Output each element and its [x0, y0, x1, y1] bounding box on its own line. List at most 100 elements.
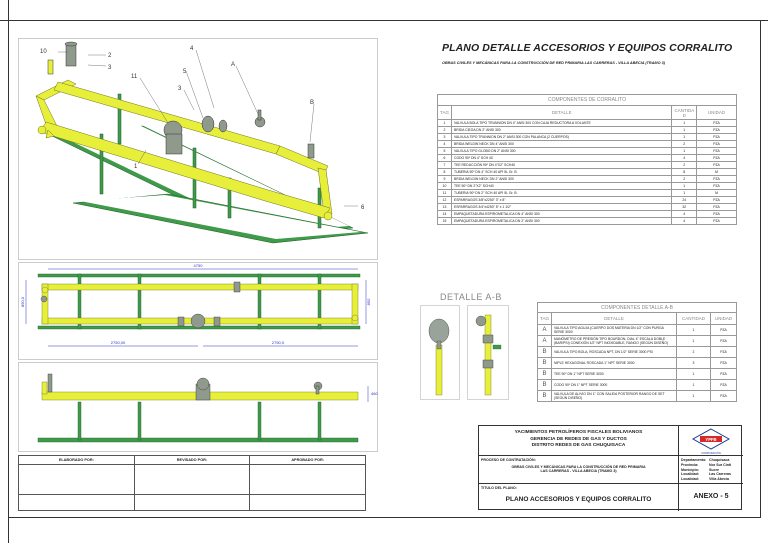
- component-unit-cell: M: [696, 168, 737, 176]
- detail-qty-cell: 1: [676, 324, 711, 336]
- location-row: Provincia:Nor Sur Cinti: [681, 463, 741, 468]
- detail-tag-cell: B: [537, 379, 552, 391]
- col-tag: TAG: [437, 105, 452, 120]
- component-unit-cell: PZA: [696, 217, 737, 225]
- detail-b-figure: [467, 305, 509, 400]
- approved-by-signature: [249, 464, 366, 495]
- detail-unit-cell: PZA: [710, 357, 737, 369]
- org-district: DISTRITO REDES DE GAS CHUQUISACA: [531, 443, 626, 448]
- component-qty-cell: 1: [671, 119, 697, 127]
- annex-number: ANEXO - 5: [693, 493, 729, 500]
- detail-unit-cell: PZA: [710, 335, 737, 347]
- component-qty-cell: 4: [671, 154, 697, 162]
- component-qty-cell: 4: [671, 217, 697, 225]
- detail-unit-cell: PZA: [710, 368, 737, 380]
- component-qty-cell: 1: [671, 133, 697, 141]
- location-value: Sucre: [709, 467, 719, 472]
- detail-tag-cell: A: [537, 335, 552, 347]
- dim-elevation-right: 460: [371, 391, 378, 396]
- location-value: Villa Abecia: [709, 477, 729, 482]
- component-tag-cell: 9: [437, 175, 452, 183]
- component-detail-cell: ESPARRAGOS 3/4"x4250" 5" x 1 1/2": [450, 203, 673, 211]
- detail-ab-heading: DETALLE A-B: [440, 292, 502, 302]
- component-unit-cell: PZA: [696, 140, 737, 148]
- plan-title-label: TITULO DEL PLANO:: [481, 486, 517, 490]
- location-row: Municipio:Sucre: [681, 468, 741, 473]
- location-key: Provincia:: [681, 462, 699, 467]
- plan-view-border: [18, 262, 378, 360]
- elevation-frame: [37, 401, 359, 443]
- detail-qty-cell: 1: [676, 335, 711, 347]
- callout-11: 11: [131, 74, 138, 80]
- location-key: Localidad:: [681, 477, 699, 482]
- callout-b: B: [310, 100, 314, 106]
- location-key: Localidad:: [681, 472, 699, 477]
- detail-a-figure: [420, 305, 460, 400]
- component-detail-cell: TEE REDUCCIÓN 90º DN 4"X2" SCH40: [450, 161, 673, 169]
- component-tag-cell: 7: [437, 161, 452, 169]
- elevation-equipment: [47, 373, 323, 401]
- col-qty: CANTIDA D: [671, 105, 697, 120]
- component-detail-cell: CODO 90º DN 4" SCH 40: [450, 154, 673, 162]
- detail-col-qty: CANTIDAD: [676, 312, 711, 325]
- component-tag-cell: 14: [437, 210, 452, 218]
- detail-unit-cell: PZA: [710, 379, 737, 391]
- detail-detail-cell: VALVULA TIPO AGUJA (CUERPO DOS MATERIA D…: [551, 324, 677, 336]
- detail-qty-cell: 2: [676, 346, 711, 358]
- organization-block: YACIMIENTOS PETROLÍFEROS FISCALES BOLIVI…: [479, 426, 679, 456]
- component-detail-cell: VALVULA TIPO GLOBO DN 2" ANSI 300: [450, 147, 673, 155]
- component-unit-cell: PZA: [696, 196, 737, 204]
- reviewed-by-signature: [133, 464, 251, 495]
- detail-qty-cell: 1: [676, 368, 711, 380]
- detail-qty-cell: 1: [676, 379, 711, 391]
- callout-1: 1: [134, 164, 138, 170]
- valves-equipment: [47, 41, 315, 159]
- ypfb-logo: YPFB CORPORACIÓN: [679, 426, 743, 456]
- dim-side-right: 850: [366, 298, 371, 305]
- org-division: GERENCIA DE REDES DE GAS Y DUCTOS: [530, 436, 627, 442]
- dim-right-span: 2750,0: [272, 340, 285, 345]
- component-tag-cell: 6: [437, 154, 452, 162]
- component-qty-cell: 2: [671, 161, 697, 169]
- component-detail-cell: VALVULA TIPO TRUNNION DN 2" ANSI 300 CON…: [450, 133, 673, 141]
- components-table: COMPONENTES DE CORRALITO TAG DETALLE CAN…: [437, 94, 737, 225]
- component-unit-cell: PZA: [696, 154, 737, 162]
- detail-tag-cell: B: [537, 346, 552, 358]
- component-unit-cell: PZA: [696, 210, 737, 218]
- component-detail-cell: EMPAQUETADURA ESPIROMETALICA DN 2" ANSI …: [450, 217, 673, 225]
- component-detail-cell: TUBERIA 90º DN 4" SCH 40 API 5L Gr. B: [450, 168, 673, 176]
- component-detail-cell: BRIDA WELDIN NECK DN 2" ANSI 300: [450, 175, 673, 183]
- component-qty-cell: 32: [671, 203, 697, 211]
- dim-side-left: 850,0: [20, 296, 25, 307]
- location-value: Las Carreras: [709, 472, 731, 477]
- component-qty-cell: 1: [671, 189, 697, 197]
- component-unit-cell: PZA: [696, 133, 737, 141]
- component-detail-cell: BRIDA WELDIN NECK DN 4" ANSI 300: [450, 140, 673, 148]
- component-unit-cell: PZA: [696, 147, 737, 155]
- detail-detail-cell: CODO 90º DN 1" NPT SERIE 3000: [551, 379, 677, 391]
- detail-detail-cell: VALVULA TIPO BOLA, ROSCADA NPT, DN 1/2" …: [551, 346, 677, 358]
- component-tag-cell: 4: [437, 140, 452, 148]
- component-unit-cell: PZA: [696, 203, 737, 211]
- component-tag-cell: 13: [437, 203, 452, 211]
- elevation-view: 460: [18, 362, 378, 452]
- detail-tag-cell: B: [537, 368, 552, 380]
- plan-dimension-lines: [25, 268, 367, 347]
- detail-unit-cell: PZA: [710, 346, 737, 358]
- svg-text:YPFB: YPFB: [705, 437, 716, 442]
- component-qty-cell: 1: [671, 126, 697, 134]
- callout-a: A: [231, 62, 235, 68]
- location-value: Chuquisaca: [709, 458, 730, 462]
- prepared-by-date: [18, 494, 135, 511]
- component-tag-cell: 1: [437, 119, 452, 127]
- detail-unit-cell: PZA: [710, 390, 737, 402]
- location-row: Departamento:Chuquisaca: [681, 458, 741, 463]
